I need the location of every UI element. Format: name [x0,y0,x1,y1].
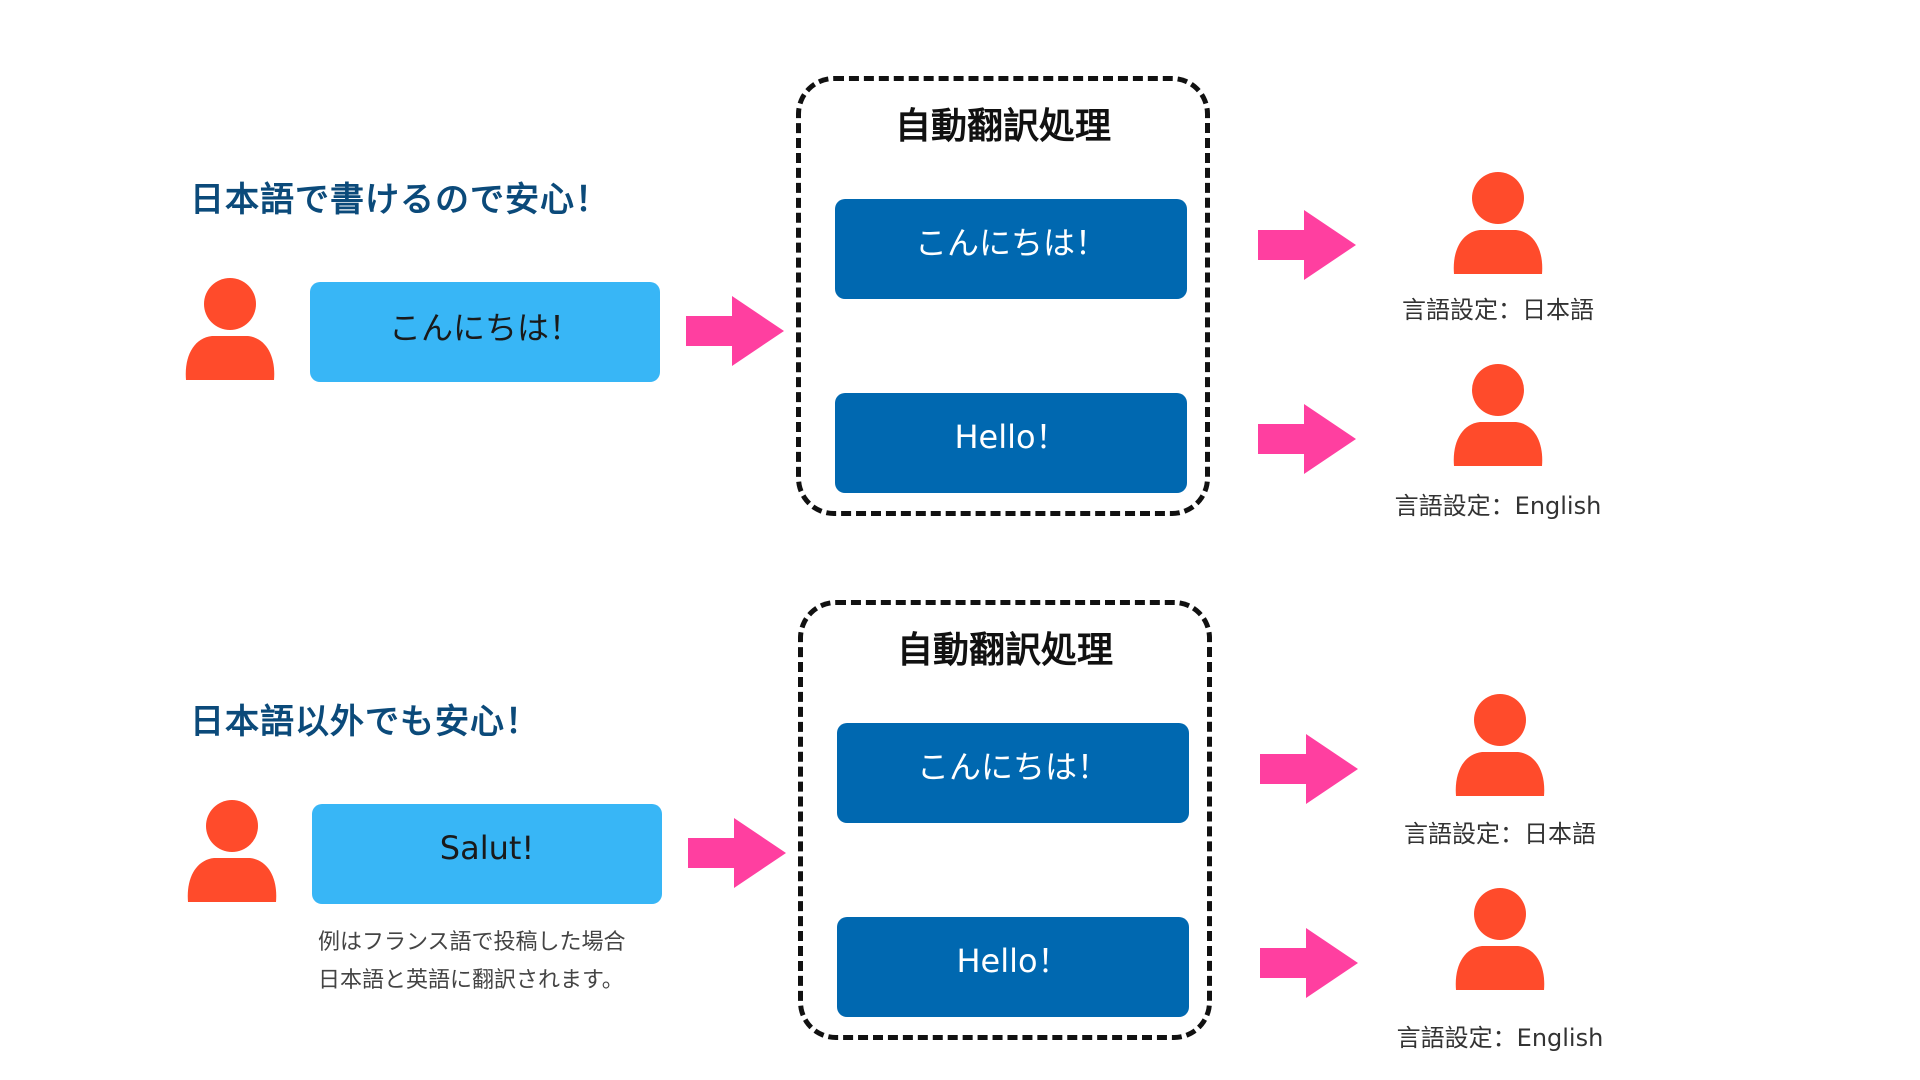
arrow-right-icon [686,296,786,366]
recipient-language-label: 言語設定：English [1394,492,1602,520]
auto-translation-process: 自動翻訳処理 こんにちは！ Hello！ [796,76,1210,516]
arrow-right-icon [1258,210,1358,280]
user-icon [1452,692,1548,798]
note-line: 日本語と英語に翻訳されます。 [318,968,624,993]
example-note: 例はフランス語で投稿した場合 日本語と英語に翻訳されます。 [318,924,678,1000]
input-message-box: こんにちは！ [310,282,660,382]
output-message-box-english: Hello！ [835,393,1187,493]
section-japanese-input: 日本語で書けるので安心！ こんにちは！ 自動翻訳処理 こんにちは！ Hello！ [0,0,1920,520]
user-icon [184,798,280,904]
user-icon [182,276,278,382]
output-message-box-japanese: こんにちは！ [835,199,1187,299]
output-message-box-japanese: こんにちは！ [837,723,1189,823]
arrow-right-icon [1258,404,1358,474]
user-icon [1452,886,1548,992]
process-title: 自動翻訳処理 [896,630,1113,671]
note-line: 例はフランス語で投稿した場合 [318,930,626,955]
process-title: 自動翻訳処理 [894,106,1111,147]
auto-translation-process: 自動翻訳処理 こんにちは！ Hello！ [798,600,1212,1040]
section-foreign-input: 日本語以外でも安心！ Salut! 例はフランス語で投稿した場合 日本語と英語に… [0,524,1920,1052]
output-message-box-english: Hello！ [837,917,1189,1017]
user-icon [1450,170,1546,276]
recipient-language-label: 言語設定：English [1396,1024,1604,1052]
arrow-right-icon [1260,928,1360,998]
recipient-language-label: 言語設定：日本語 [1402,296,1594,324]
arrow-right-icon [1260,734,1360,804]
input-message-box: Salut! [312,804,662,904]
recipient-language-label: 言語設定：日本語 [1404,820,1596,848]
section-headline: 日本語以外でも安心！ [190,702,540,742]
section-headline: 日本語で書けるので安心！ [190,180,610,220]
user-icon [1450,362,1546,468]
arrow-right-icon [688,818,788,888]
